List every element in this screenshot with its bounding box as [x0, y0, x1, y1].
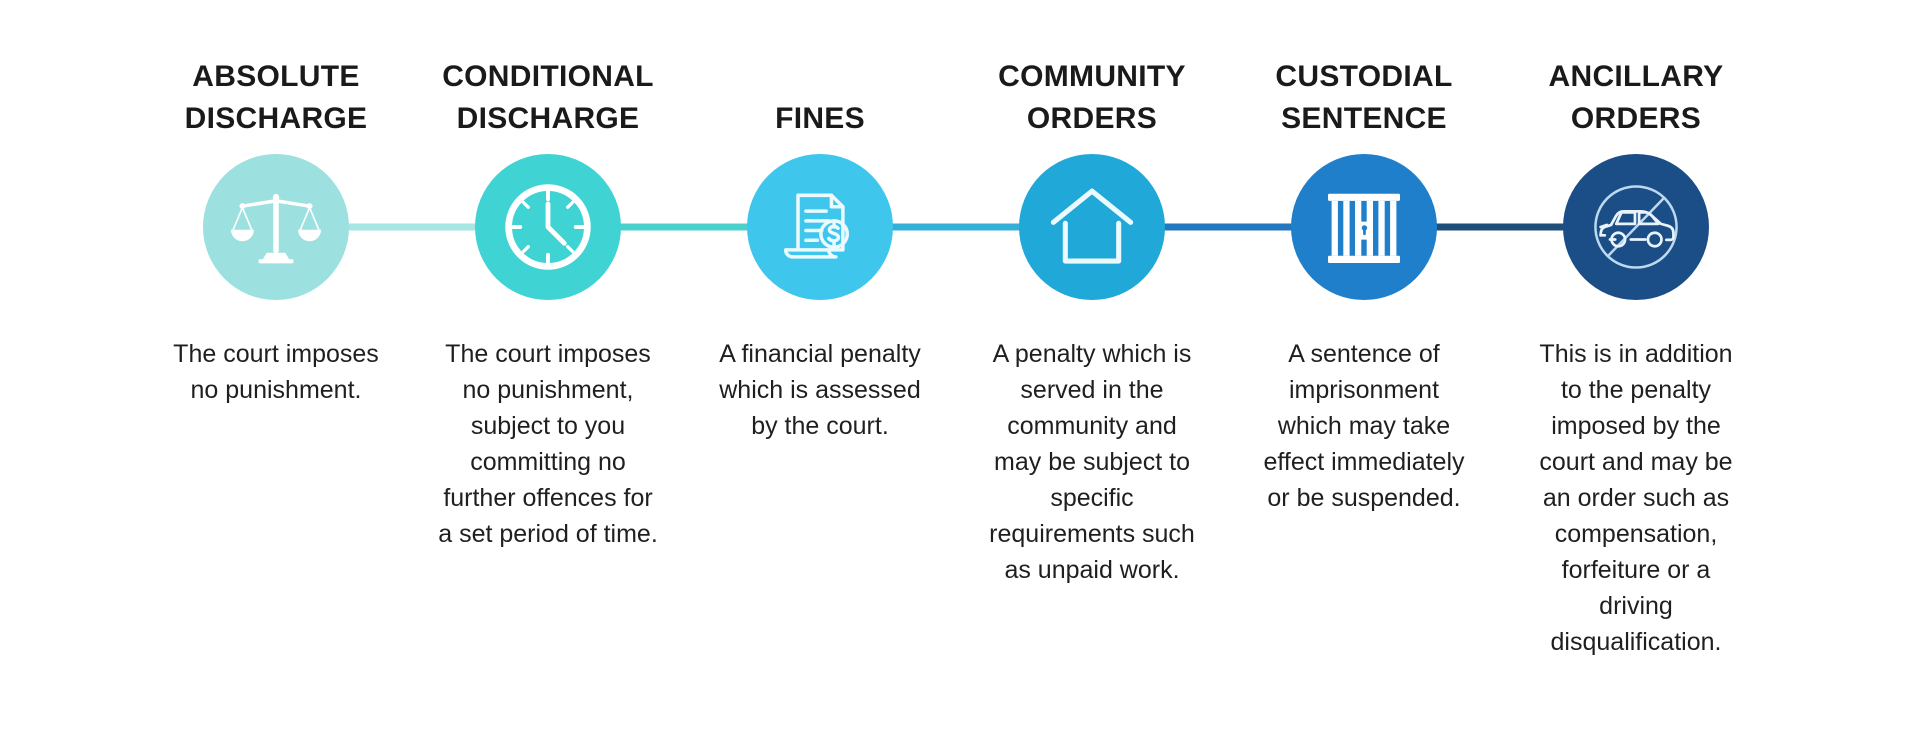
desc-line: A sentence of — [1288, 340, 1440, 368]
circle-fines[interactable] — [747, 154, 893, 300]
title-line: SENTENCE — [1281, 102, 1447, 135]
connector-2 — [548, 223, 820, 231]
connector-4 — [1092, 223, 1364, 231]
no-driving-car-icon — [1584, 175, 1688, 279]
icon-zone-ancillary-orders — [1500, 152, 1772, 302]
step-ancillary-orders[interactable]: ANCILLARY ORDERS — [1500, 0, 1772, 660]
desc-line: no punishment, — [462, 376, 634, 404]
clock-icon — [500, 179, 596, 275]
prison-bars-icon — [1319, 182, 1409, 272]
icon-zone-fines — [684, 152, 1092, 302]
step-title-community-orders: COMMUNITY ORDERS — [962, 56, 1222, 142]
desc-line: community and — [1007, 412, 1177, 440]
step-fines[interactable]: FINES — [684, 0, 1092, 444]
icon-zone-conditional-discharge — [412, 152, 820, 302]
desc-line: which may take — [1277, 412, 1451, 440]
title-line: ANCILLARY — [1548, 60, 1724, 93]
title-line: FINES — [775, 102, 865, 135]
icon-zone-community-orders — [956, 152, 1364, 302]
desc-line: to the penalty — [1560, 376, 1712, 404]
desc-line: imposed by the — [1551, 412, 1721, 440]
step-description-conditional-discharge: The court imposes no punishment, subject… — [434, 336, 662, 552]
desc-line: no punishment. — [190, 376, 362, 404]
circle-custodial-sentence[interactable] — [1291, 154, 1437, 300]
title-line: DISCHARGE — [184, 102, 368, 135]
desc-line: which is assessed — [719, 376, 921, 404]
step-community-orders[interactable]: COMMUNITY ORDERS — [956, 0, 1364, 588]
desc-line: requirements such — [989, 520, 1195, 548]
connector-5 — [1364, 223, 1636, 231]
invoice-dollar-icon — [776, 183, 864, 271]
desc-line: disqualification. — [1550, 628, 1722, 656]
circle-conditional-discharge[interactable] — [475, 154, 621, 300]
desc-line: A financial penalty — [719, 340, 921, 368]
step-title-conditional-discharge: CONDITIONAL DISCHARGE — [418, 56, 678, 142]
title-line: CONDITIONAL — [442, 60, 654, 93]
connector-1 — [276, 223, 548, 231]
desc-line: further offences for — [443, 484, 653, 512]
desc-line: The court imposes — [173, 340, 379, 368]
desc-line: A penalty which is — [992, 340, 1192, 368]
step-title-custodial-sentence: CUSTODIAL SENTENCE — [1234, 56, 1494, 142]
circle-absolute-discharge[interactable] — [203, 154, 349, 300]
title-line: ORDERS — [1570, 102, 1702, 135]
circle-ancillary-orders[interactable] — [1563, 154, 1709, 300]
connector-3 — [820, 223, 1092, 231]
circle-community-orders[interactable] — [1019, 154, 1165, 300]
desc-line: by the court. — [751, 412, 889, 440]
desc-line: specific — [1050, 484, 1134, 512]
title-line: ABSOLUTE — [192, 60, 360, 93]
step-conditional-discharge[interactable]: CONDITIONAL DISCHARGE — [412, 0, 820, 552]
step-description-community-orders: A penalty which is served in the communi… — [978, 336, 1206, 588]
desc-line: compensation, — [1554, 520, 1718, 548]
desc-line: court and may be — [1539, 448, 1733, 476]
step-description-fines: A financial penalty which is assessed by… — [707, 336, 933, 444]
step-custodial-sentence[interactable]: CUSTODIAL SENTENCE — [1228, 0, 1636, 516]
desc-line: effect immediately — [1263, 448, 1465, 476]
step-description-absolute-discharge: The court imposes no punishment. — [158, 336, 394, 408]
desc-line: an order such as — [1542, 484, 1730, 512]
desc-line: imprisonment — [1288, 376, 1440, 404]
step-title-ancillary-orders: ANCILLARY ORDERS — [1506, 56, 1766, 142]
icon-zone-custodial-sentence — [1228, 152, 1636, 302]
title-line: COMMUNITY — [998, 60, 1186, 93]
desc-line: a set period of time. — [438, 520, 658, 548]
step-title-fines: FINES — [690, 56, 950, 142]
desc-line: driving — [1599, 592, 1673, 620]
step-description-ancillary-orders: This is in addition to the penalty impos… — [1531, 336, 1741, 660]
desc-line: This is in addition — [1539, 340, 1733, 368]
desc-line: as unpaid work. — [1004, 556, 1180, 584]
desc-line: committing no — [470, 448, 626, 476]
step-title-absolute-discharge: ABSOLUTE DISCHARGE — [146, 56, 406, 142]
desc-line: or be suspended. — [1267, 484, 1461, 512]
icon-zone-absolute-discharge — [140, 152, 548, 302]
desc-line: subject to you — [470, 412, 626, 440]
title-line: DISCHARGE — [456, 102, 640, 135]
desc-line: The court imposes — [445, 340, 651, 368]
step-description-custodial-sentence: A sentence of imprisonment which may tak… — [1250, 336, 1478, 516]
desc-line: served in the — [1020, 376, 1164, 404]
house-icon — [1046, 181, 1138, 273]
title-line: ORDERS — [1026, 102, 1158, 135]
title-line: CUSTODIAL — [1275, 60, 1453, 93]
step-absolute-discharge[interactable]: ABSOLUTE DISCHARGE — [140, 0, 548, 408]
desc-line: may be subject to — [994, 448, 1190, 476]
scales-of-justice-icon — [230, 181, 322, 273]
desc-line: forfeiture or a — [1561, 556, 1711, 584]
